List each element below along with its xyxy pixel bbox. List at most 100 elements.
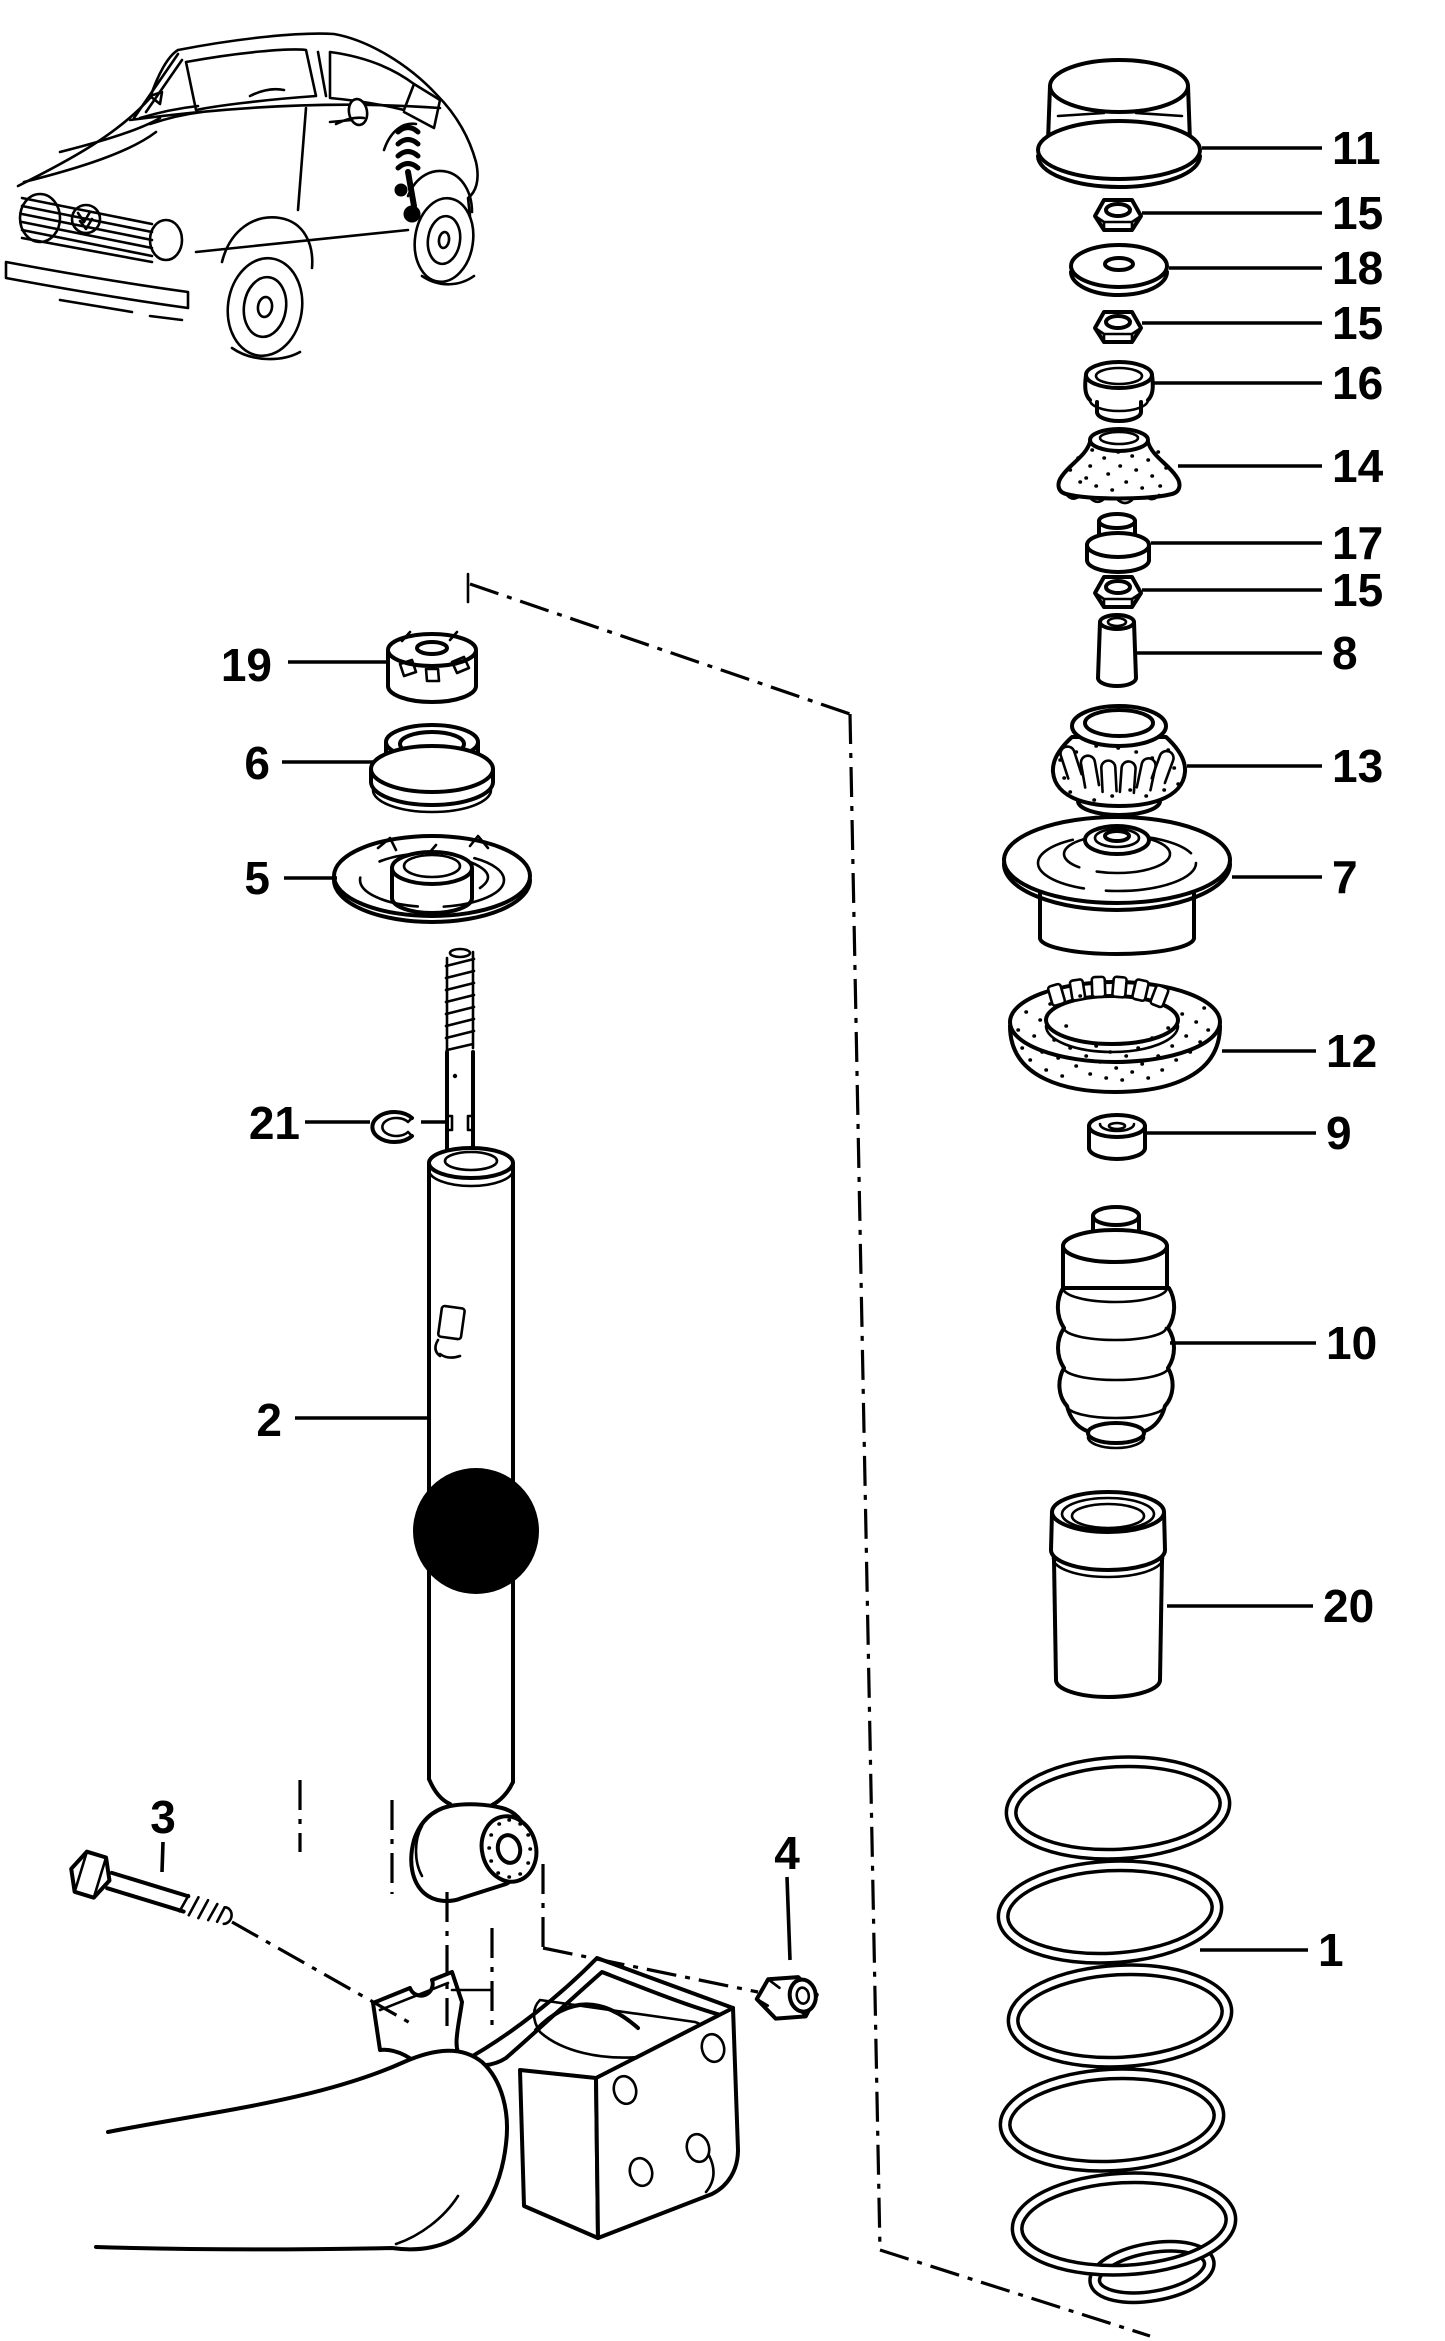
seats: [248, 87, 366, 126]
part-buffer-14: [1056, 427, 1182, 505]
part-nut-15-middle: [1093, 310, 1143, 344]
callout-number-mount-13: 13: [1332, 740, 1383, 792]
part-nut-15-upper: [1093, 198, 1143, 232]
mirror: [148, 90, 164, 106]
wipers: [138, 104, 204, 126]
wheel-arch-inner: [382, 122, 418, 152]
callout-dust-sleeve-20: 20: [1167, 1580, 1374, 1632]
part-mount-13: [1050, 704, 1188, 817]
callout-bushing-16: 16: [1154, 357, 1383, 409]
piston-rod: [444, 947, 476, 1152]
callout-number-adjuster-19: 19: [221, 639, 272, 691]
axis-separator-lines: [466, 572, 1151, 2338]
rear-wheel: [413, 196, 476, 286]
part-spring-plate-5: [332, 834, 532, 924]
callout-leader-line: [785, 1876, 792, 1961]
callout-number-bushing-9: 9: [1326, 1107, 1352, 1159]
door-window: [184, 48, 318, 112]
vehicle-illustration: [4, 32, 479, 361]
callout-number-collar-6: 6: [244, 737, 270, 789]
callout-bolt-3: 3: [150, 1791, 176, 1873]
part-bolt-3: [69, 1849, 233, 1926]
callout-nut-4: 4: [774, 1827, 800, 1961]
part-washer-18: [1069, 243, 1169, 297]
callout-number-bushing-17: 17: [1332, 517, 1383, 569]
callout-number-lock-ring-21: 21: [249, 1097, 300, 1149]
windshield: [132, 52, 184, 120]
part-adjuster-19: [386, 630, 478, 704]
door-line: [296, 106, 354, 212]
part-bump-stop-10: [1055, 1205, 1177, 1450]
mount-slots: [1059, 745, 1175, 795]
callout-number-cap: 11: [1332, 122, 1381, 174]
quarter-window: [328, 50, 416, 112]
callout-cap: 11: [1202, 122, 1381, 174]
callout-number-spring-seat-7: 7: [1332, 851, 1358, 903]
callout-number-nut-mid: 15: [1332, 297, 1383, 349]
rear-wheel-arch: [406, 169, 474, 214]
part-coil-spring-1: [996, 1755, 1238, 2305]
part-shock-absorber-2: [409, 1146, 539, 1903]
c-pillar: [402, 82, 442, 130]
right-assembly: [996, 58, 1238, 2305]
part-nut-4: [754, 1975, 819, 2021]
callout-number-dust-sleeve-20: 20: [1323, 1580, 1374, 1632]
part-damper-ring-12: [1008, 975, 1222, 1094]
callout-number-damper-ring-12: 12: [1326, 1025, 1377, 1077]
callout-spring-seat-7: 7: [1232, 851, 1358, 903]
part-lock-ring-21: [370, 1110, 414, 1144]
callout-bushing-9: 9: [1147, 1107, 1352, 1159]
axle-bracket: [371, 1956, 740, 2240]
callout-washer: 18: [1169, 242, 1383, 294]
callout-number-nut-4: 4: [774, 1827, 800, 1879]
hood-lines: [22, 116, 162, 184]
vw-logo-mark: [76, 210, 94, 231]
beltline: [128, 103, 442, 122]
callout-spacer-8: 8: [1137, 627, 1358, 679]
b-pillar: [316, 50, 328, 98]
part-bushing-9: [1087, 1113, 1147, 1161]
part-bushing-16: [1083, 360, 1155, 423]
callout-adjuster-19: 19: [221, 639, 388, 691]
air-dam: [58, 298, 184, 322]
part-bushing-17: [1085, 512, 1151, 574]
callout-number-nut-upper: 15: [1332, 187, 1383, 239]
callout-bushing-17: 17: [1151, 517, 1383, 569]
rocker-line: [194, 228, 410, 254]
headlight-right: [148, 218, 184, 262]
callout-spring-plate-5: 5: [244, 852, 337, 904]
callout-number-bolt-3: 3: [150, 1791, 176, 1843]
callout-number-spacer-8: 8: [1332, 627, 1358, 679]
part-dust-sleeve-20: [1049, 1490, 1167, 1699]
callout-coil-spring-1: 1: [1200, 1924, 1344, 1976]
part-collar-bushing-6: [369, 723, 495, 814]
shock-lower-eye: [409, 1802, 539, 1903]
part-nut-15-lower: [1093, 575, 1143, 609]
part-spacer-8: [1096, 613, 1138, 688]
callout-nut-upper: 15: [1142, 187, 1383, 239]
bracket-top-rim: [460, 1956, 735, 2068]
callout-collar-6: 6: [244, 737, 373, 789]
part-spring-seat-7: [1002, 815, 1232, 956]
callout-number-coil-spring-1: 1: [1318, 1924, 1344, 1976]
axle-beam: [94, 2048, 509, 2252]
front-bumper: [4, 260, 190, 310]
highlight-dot: [413, 1468, 539, 1594]
suspension-highlight: [394, 125, 421, 223]
callout-nut-mid: 15: [1142, 297, 1383, 349]
callout-nut-lower: 15: [1142, 564, 1383, 616]
left-assembly: [69, 630, 819, 2252]
callout-number-buffer-14: 14: [1332, 440, 1384, 492]
callout-leader-line: [160, 1841, 165, 1873]
callout-shock-absorber-2: 2: [256, 1394, 428, 1446]
callout-number-spring-plate-5: 5: [244, 852, 270, 904]
callout-number-nut-lower: 15: [1332, 564, 1383, 616]
callout-number-bushing-16: 16: [1332, 357, 1383, 409]
callout-bump-stop-10: 10: [1170, 1317, 1377, 1369]
bracket-left-face: [518, 2068, 600, 2240]
callout-buffer-14: 14: [1178, 440, 1384, 492]
ring-slots: [1046, 975, 1170, 1009]
